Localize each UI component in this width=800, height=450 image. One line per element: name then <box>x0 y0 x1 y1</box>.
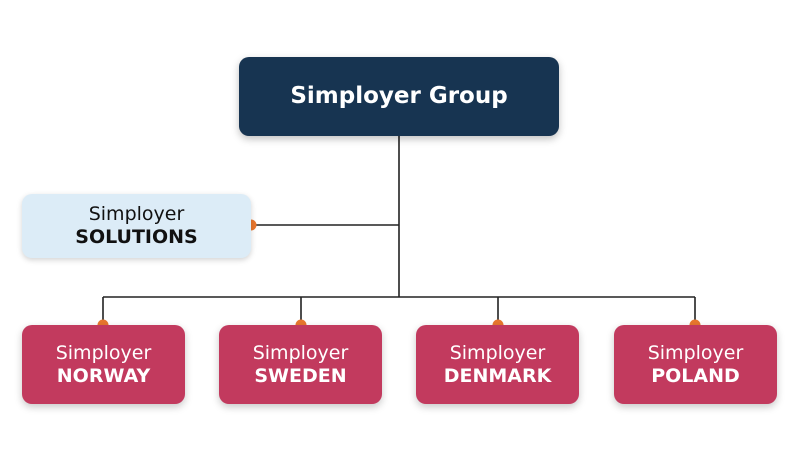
country-node-line1: Simployer <box>252 341 349 364</box>
country-node-line1: Simployer <box>449 341 546 364</box>
solutions-node: Simployer SOLUTIONS <box>22 194 251 258</box>
country-node-line2: NORWAY <box>56 364 151 387</box>
country-node-poland: Simployer POLAND <box>614 325 777 404</box>
country-node-line2: SWEDEN <box>254 364 347 387</box>
country-node-sweden: Simployer SWEDEN <box>219 325 382 404</box>
solutions-node-line1: Simployer <box>88 203 185 226</box>
root-node-label: Simployer Group <box>290 82 508 109</box>
country-node-line1: Simployer <box>647 341 744 364</box>
root-node: Simployer Group <box>239 57 559 136</box>
country-node-line1: Simployer <box>55 341 152 364</box>
country-node-norway: Simployer NORWAY <box>22 325 185 404</box>
country-node-denmark: Simployer DENMARK <box>416 325 579 404</box>
country-node-line2: DENMARK <box>443 364 552 387</box>
solutions-node-line2: SOLUTIONS <box>75 226 198 248</box>
country-node-line2: POLAND <box>651 364 740 387</box>
